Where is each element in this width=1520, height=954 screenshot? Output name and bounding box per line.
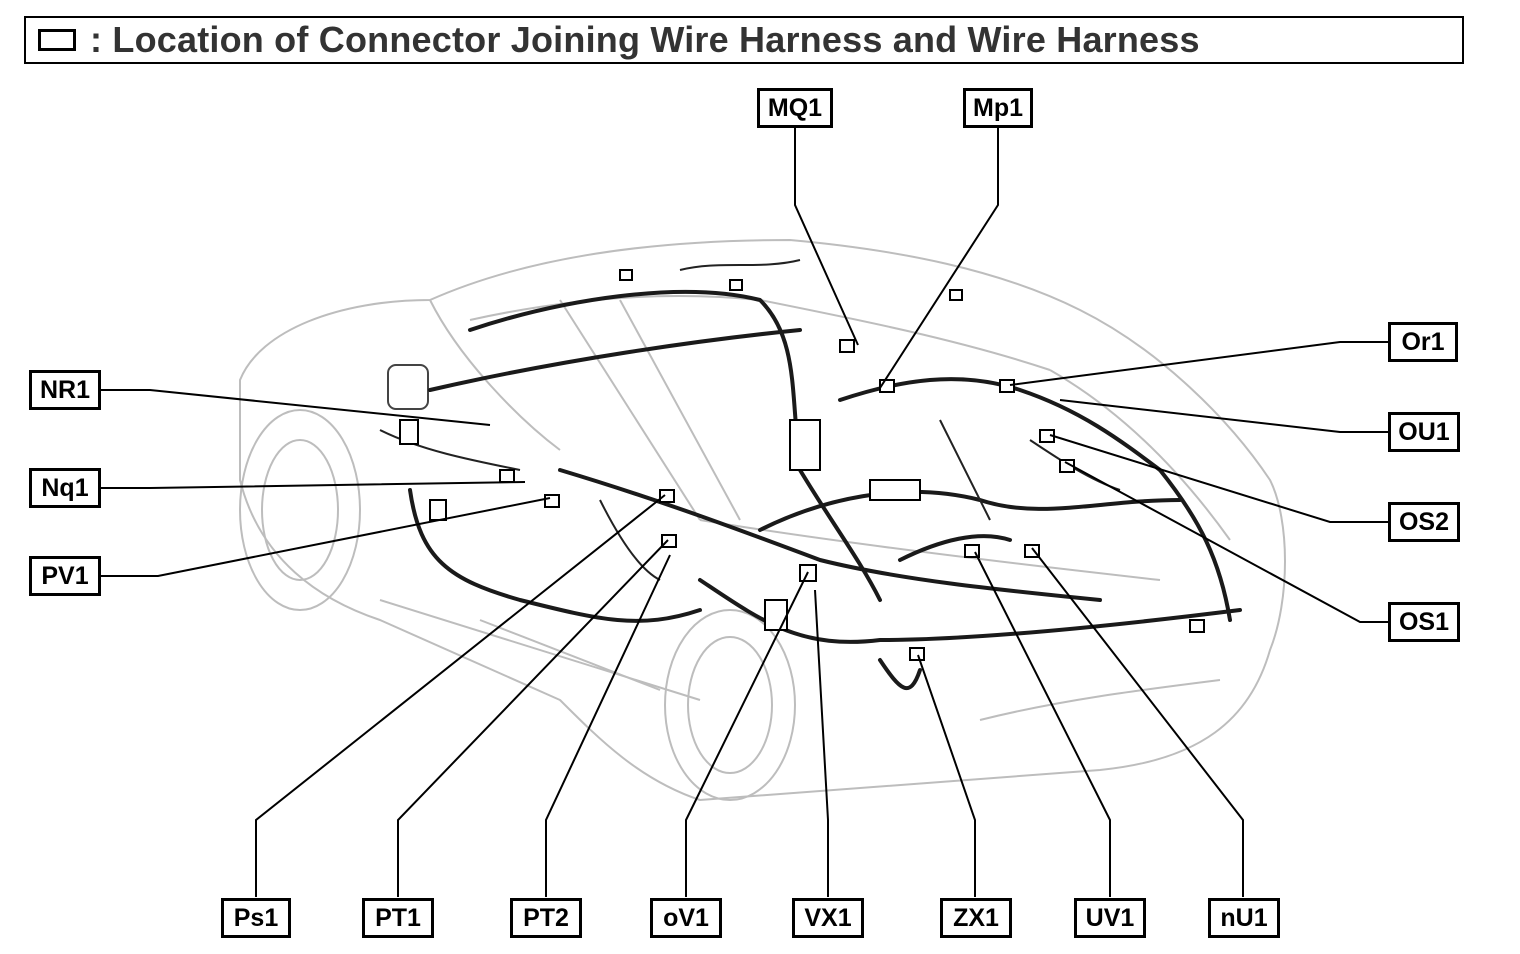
leader-OS2 [1049,434,1388,523]
rectangle-icon [38,29,76,51]
leader-MQ1 [794,128,859,346]
diagram-title: : Location of Connector Joining Wire Har… [90,19,1200,60]
label-NR1: NR1 [29,370,101,410]
vehicle-outline [239,239,1286,801]
leader-PT2 [545,554,671,897]
label-PT1: PT1 [362,898,434,938]
leader-lines [101,128,1388,897]
leader-oV1 [685,571,809,897]
leader-Nq1 [101,481,526,489]
leader-PV1 [101,497,551,577]
label-OS1: OS1 [1388,602,1460,642]
label-Ps1: Ps1 [221,898,291,938]
leader-Ps1 [255,494,666,897]
label-Or1: Or1 [1388,322,1458,362]
title-bar: : Location of Connector Joining Wire Har… [24,16,1464,64]
label-OU1: OU1 [1388,412,1460,452]
label-Mp1: Mp1 [963,88,1033,128]
leader-Or1 [1009,341,1388,386]
label-nU1: nU1 [1208,898,1280,938]
harness-connectors [399,269,1205,661]
leader-ZX1 [917,654,976,897]
leader-UV1 [974,551,1111,897]
side-mirror [387,364,429,410]
label-VX1: VX1 [792,898,864,938]
leader-PT1 [397,539,669,897]
label-MQ1: MQ1 [757,88,833,128]
leader-VX1 [814,589,829,897]
label-PV1: PV1 [29,556,101,596]
leader-nU1 [1031,547,1244,897]
leader-OS1 [1064,461,1388,623]
wheel-front [239,409,361,611]
label-UV1: UV1 [1074,898,1146,938]
label-PT2: PT2 [510,898,582,938]
label-oV1: oV1 [650,898,722,938]
wire-harness [408,289,1242,691]
label-OS2: OS2 [1388,502,1460,542]
leader-OU1 [1059,399,1388,433]
label-Nq1: Nq1 [29,468,101,508]
wheel-rear [664,609,796,801]
leader-Mp1 [879,128,999,389]
label-ZX1: ZX1 [940,898,1012,938]
leader-NR1 [101,389,491,426]
